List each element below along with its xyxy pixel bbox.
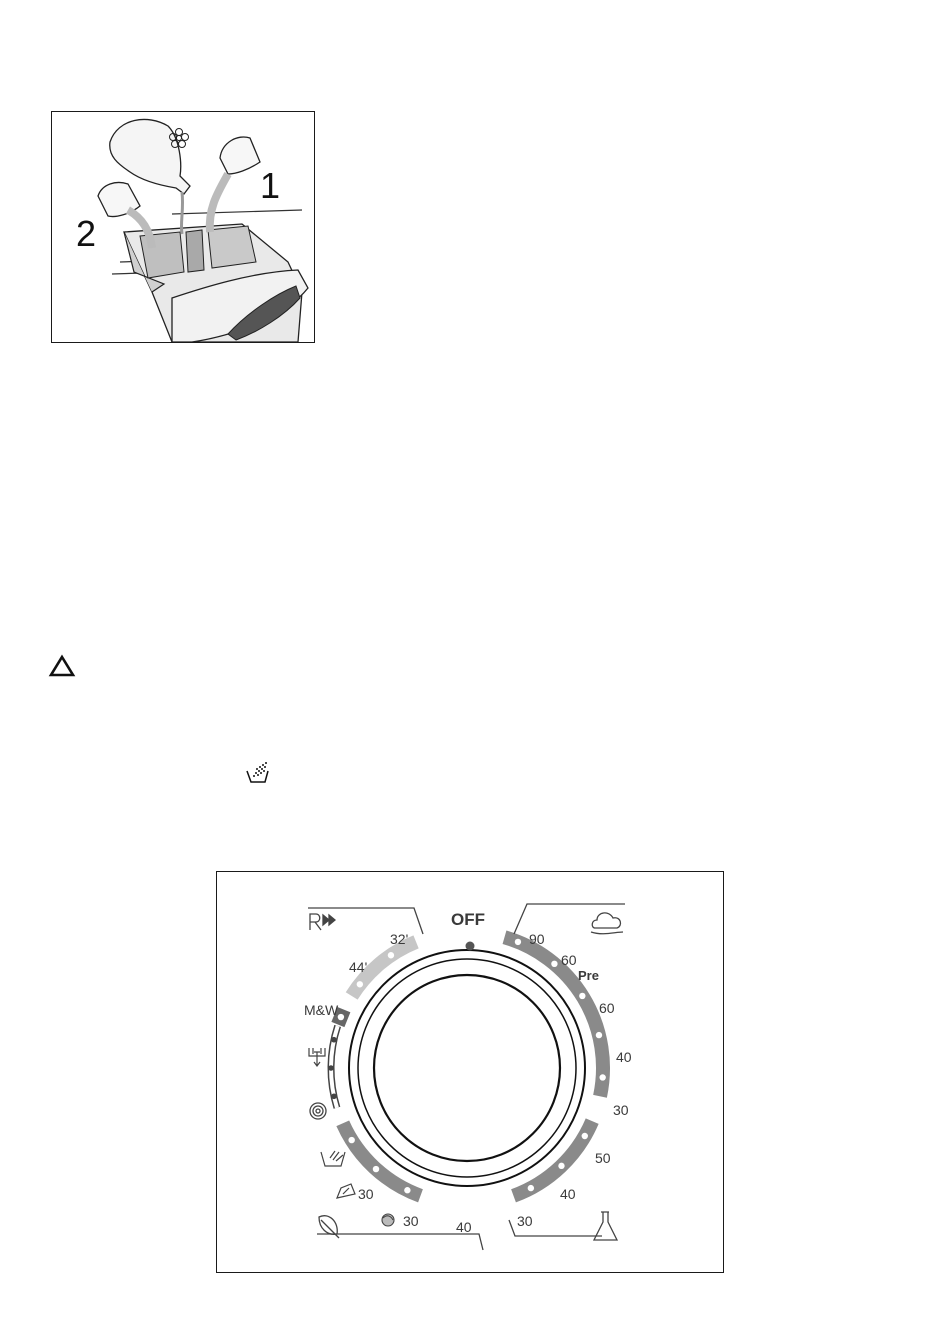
program-position-dot [331,1037,337,1043]
program-position-dot [582,1133,588,1139]
detergent-drawer-illustration: 1 2 [52,112,314,342]
synthetics-50-label: 50 [595,1150,611,1166]
program-position-dot [348,1137,354,1143]
cotton-cloud-icon [591,913,623,934]
program-position-dot [596,1032,602,1038]
quick-wash-icon [310,914,335,930]
program-position-dot [331,1093,337,1099]
delicates-30b-label: 30 [403,1213,419,1229]
quick-44-label: 44' [349,959,367,975]
compartment-1-label: 1 [260,165,280,206]
program-position-dot [338,1014,344,1020]
cotton-60-label: 60 [561,952,577,968]
program-position-dot [558,1163,564,1169]
rinse-icon [321,1151,345,1166]
detergent-drawer-figure: 1 2 [51,111,315,343]
program-position-dot [528,1185,534,1191]
program-dial-panel: OFF 32' 44' M&W [216,871,724,1273]
program-position-dot [579,993,585,999]
quick-32-label: 32' [390,931,408,947]
rinse-spray-icon [244,760,272,784]
program-position-dot [388,952,394,958]
compartment-2-label: 2 [76,213,96,254]
cotton-30-label: 30 [613,1102,629,1118]
off-label: OFF [451,910,485,929]
cotton-90-label: 90 [529,931,545,947]
cotton-40-label: 40 [616,1049,632,1065]
spin-icon [310,1103,326,1119]
delicates-40-label: 40 [456,1219,472,1235]
synthetics-30-label: 30 [517,1213,533,1229]
wool-icon [382,1214,394,1226]
program-position-dot [357,981,363,987]
cotton-pre-label: Pre [578,968,599,983]
program-position-dot [328,1065,334,1071]
program-position-dot [404,1187,410,1193]
easy-iron-icon [337,1184,355,1198]
synthetics-40-label: 40 [560,1186,576,1202]
program-position-dot [373,1166,379,1172]
program-position-dot [551,961,557,967]
leaf-icon [319,1216,339,1238]
delicates-30a-label: 30 [358,1186,374,1202]
program-dial-diagram: OFF 32' 44' M&W [217,872,722,1271]
delicates-bracket [317,1234,483,1250]
mw-label: M&W [304,1002,339,1018]
warning-triangle-icon [48,654,76,678]
program-position-dot [599,1074,605,1080]
program-position-dot [515,939,521,945]
dial-knob[interactable] [374,975,560,1161]
drain-icon [309,1048,325,1066]
off-dot [466,942,475,951]
cotton-60b-label: 60 [599,1000,615,1016]
cotton-bracket [514,904,625,934]
